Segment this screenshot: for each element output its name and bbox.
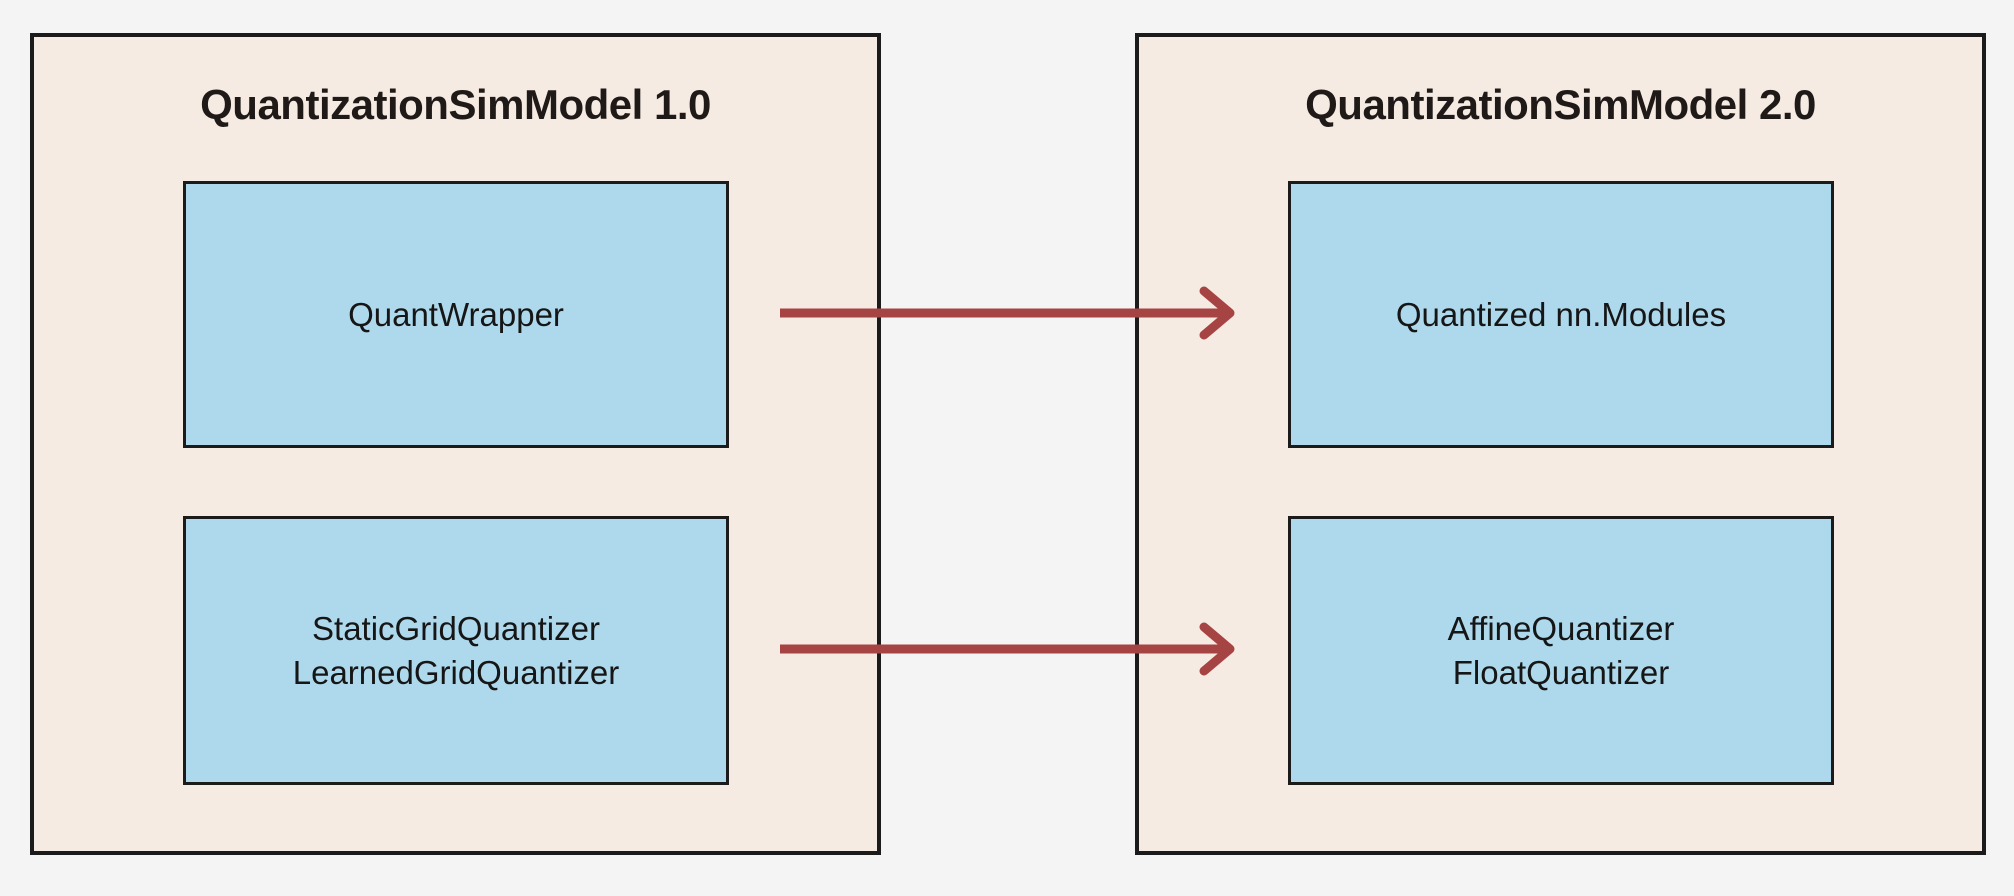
node-quantwrapper: QuantWrapper — [183, 181, 729, 448]
node-quantwrapper-label: QuantWrapper — [348, 295, 564, 333]
panel-qsim-2: QuantizationSimModel 2.0 Quantized nn.Mo… — [1135, 33, 1986, 855]
panel-qsim-1-title: QuantizationSimModel 1.0 — [200, 81, 711, 128]
node-affine-float-quantizers: AffineQuantizer FloatQuantizer — [1288, 516, 1834, 785]
node-quantized-nn-modules-label: Quantized nn.Modules — [1395, 295, 1727, 333]
panel-qsim-1: QuantizationSimModel 1.0 QuantWrapper St… — [30, 33, 881, 855]
node-grid-quantizers-label: StaticGridQuantizer LearnedGridQuantizer — [292, 609, 620, 691]
node-grid-quantizers: StaticGridQuantizer LearnedGridQuantizer — [183, 516, 729, 785]
panel-qsim-2-title: QuantizationSimModel 2.0 — [1305, 81, 1816, 128]
node-quantized-nn-modules: Quantized nn.Modules — [1288, 181, 1834, 448]
node-affine-float-quantizers-label: AffineQuantizer FloatQuantizer — [1447, 609, 1675, 691]
